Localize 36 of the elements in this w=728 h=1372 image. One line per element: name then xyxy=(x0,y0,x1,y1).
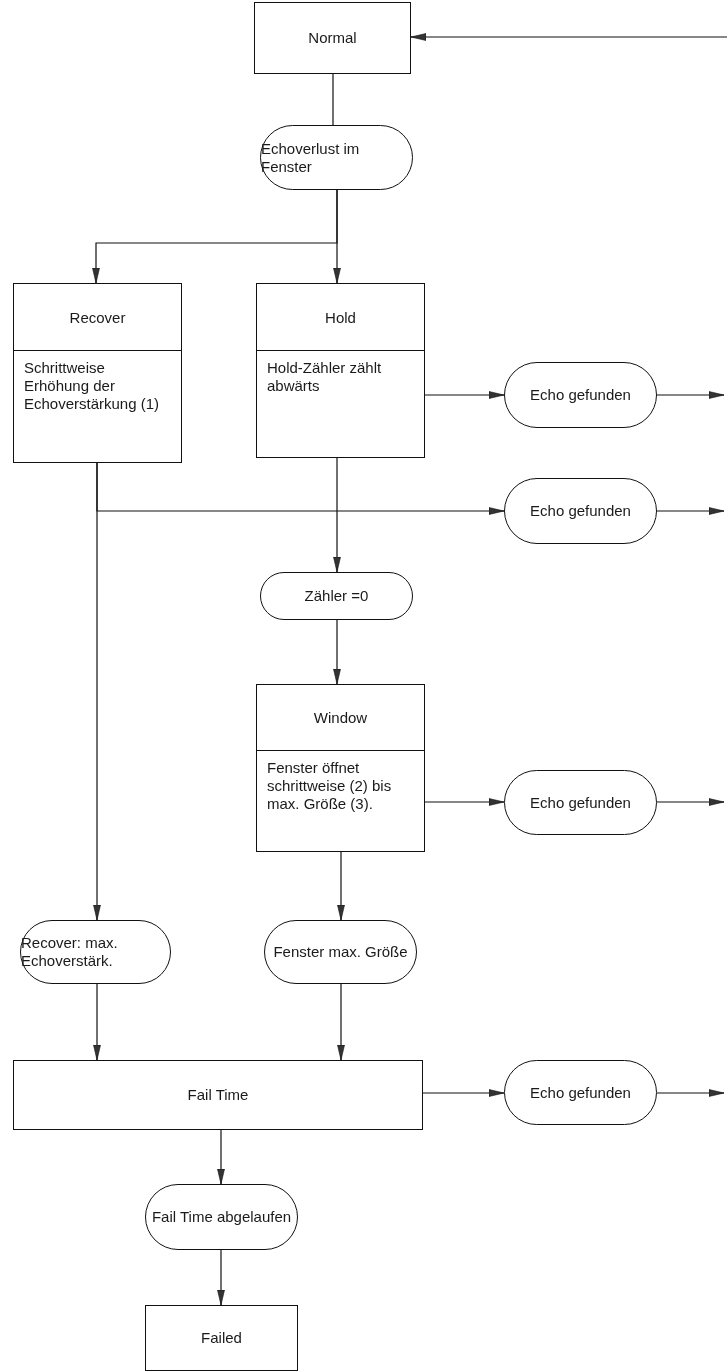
state-box xyxy=(13,1060,423,1130)
state-description: Hold-Zähler zählt abwärts xyxy=(267,359,383,395)
event-label: Echo gefunden xyxy=(530,386,631,404)
arrow xyxy=(410,33,728,41)
arrow xyxy=(333,619,341,685)
event-label: Echo gefunden xyxy=(530,1083,631,1102)
arrow xyxy=(333,189,341,284)
arrow xyxy=(656,798,725,806)
state-box xyxy=(256,283,425,458)
state-label: Window xyxy=(257,685,424,751)
event-label: Recover: max. Echoverstärk. xyxy=(21,934,119,970)
event-label: Echo gefunden xyxy=(530,502,631,520)
state-label: Fail Time xyxy=(187,1086,249,1104)
arrow xyxy=(424,798,505,806)
arrow xyxy=(424,391,505,399)
state-description: Fenster öffnet schrittweise (2) bis max. Größe (3). xyxy=(267,759,393,813)
event-label: Echo gefunden xyxy=(530,793,631,812)
arrow xyxy=(93,462,101,921)
arrow xyxy=(93,983,101,1061)
event-label: Fail Time abgelaufen xyxy=(151,1208,292,1226)
arrow xyxy=(217,1129,225,1185)
state-box xyxy=(145,1305,298,1371)
state-box xyxy=(13,283,182,463)
state-description: Schrittweise Erhöhung der Echoverstärkung (1) xyxy=(24,359,161,413)
arrow xyxy=(337,983,345,1061)
state-box xyxy=(256,684,425,852)
state-label: Hold xyxy=(257,284,424,351)
event-label: Fenster max. Größe xyxy=(273,943,408,961)
state-label: Failed xyxy=(201,1329,242,1347)
state-label: Recover xyxy=(14,284,181,351)
state-box xyxy=(254,2,411,74)
event-terminator xyxy=(260,572,413,620)
event-label: Zähler =0 xyxy=(304,587,369,605)
connector-line xyxy=(332,73,334,126)
event-label: Echoverlust im Fenster xyxy=(261,139,361,176)
state-label: Normal xyxy=(308,29,357,47)
